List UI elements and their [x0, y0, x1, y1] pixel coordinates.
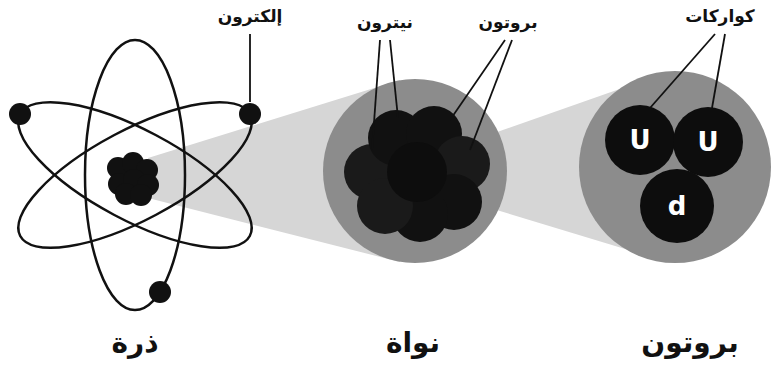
- quark-outline: [673, 107, 743, 177]
- part-label: كواركات: [685, 6, 755, 26]
- quark-circle: U: [604, 104, 676, 176]
- caption-label: ذرة: [111, 326, 158, 360]
- quark-letter: U: [629, 127, 650, 153]
- orbit: [0, 74, 271, 276]
- part-label: نيترون: [357, 12, 413, 32]
- quark-letter: d: [668, 193, 687, 219]
- proton-halo: [579, 71, 771, 263]
- caption-label: بروتون: [641, 326, 738, 360]
- leader-line: [712, 34, 725, 108]
- nucleon: [130, 184, 152, 206]
- quark-letter: U: [697, 129, 718, 155]
- electron-orbits: [0, 40, 271, 310]
- electron: [239, 103, 261, 125]
- electron: [149, 281, 171, 303]
- leader-line: [372, 40, 380, 150]
- orbit: [85, 40, 185, 310]
- proton: [387, 142, 447, 202]
- quark-outline: [605, 105, 675, 175]
- quark-outline: [640, 169, 714, 243]
- electrons: [9, 103, 261, 303]
- leader-line: [249, 34, 251, 102]
- quark-circle: U: [672, 106, 744, 178]
- nucleus-halo: [323, 79, 507, 263]
- caption-label: نواة: [386, 326, 440, 360]
- nucleus-cluster: [344, 106, 490, 242]
- part-label: إلكترون: [218, 6, 283, 26]
- leader-line: [470, 40, 512, 150]
- atom-nucleus: [107, 152, 159, 206]
- part-label: بروتون: [478, 12, 537, 32]
- leader-line: [390, 40, 398, 118]
- electron: [9, 103, 31, 125]
- orbit: [0, 74, 271, 276]
- quark-circle: d: [639, 168, 715, 244]
- leader-line: [650, 34, 715, 108]
